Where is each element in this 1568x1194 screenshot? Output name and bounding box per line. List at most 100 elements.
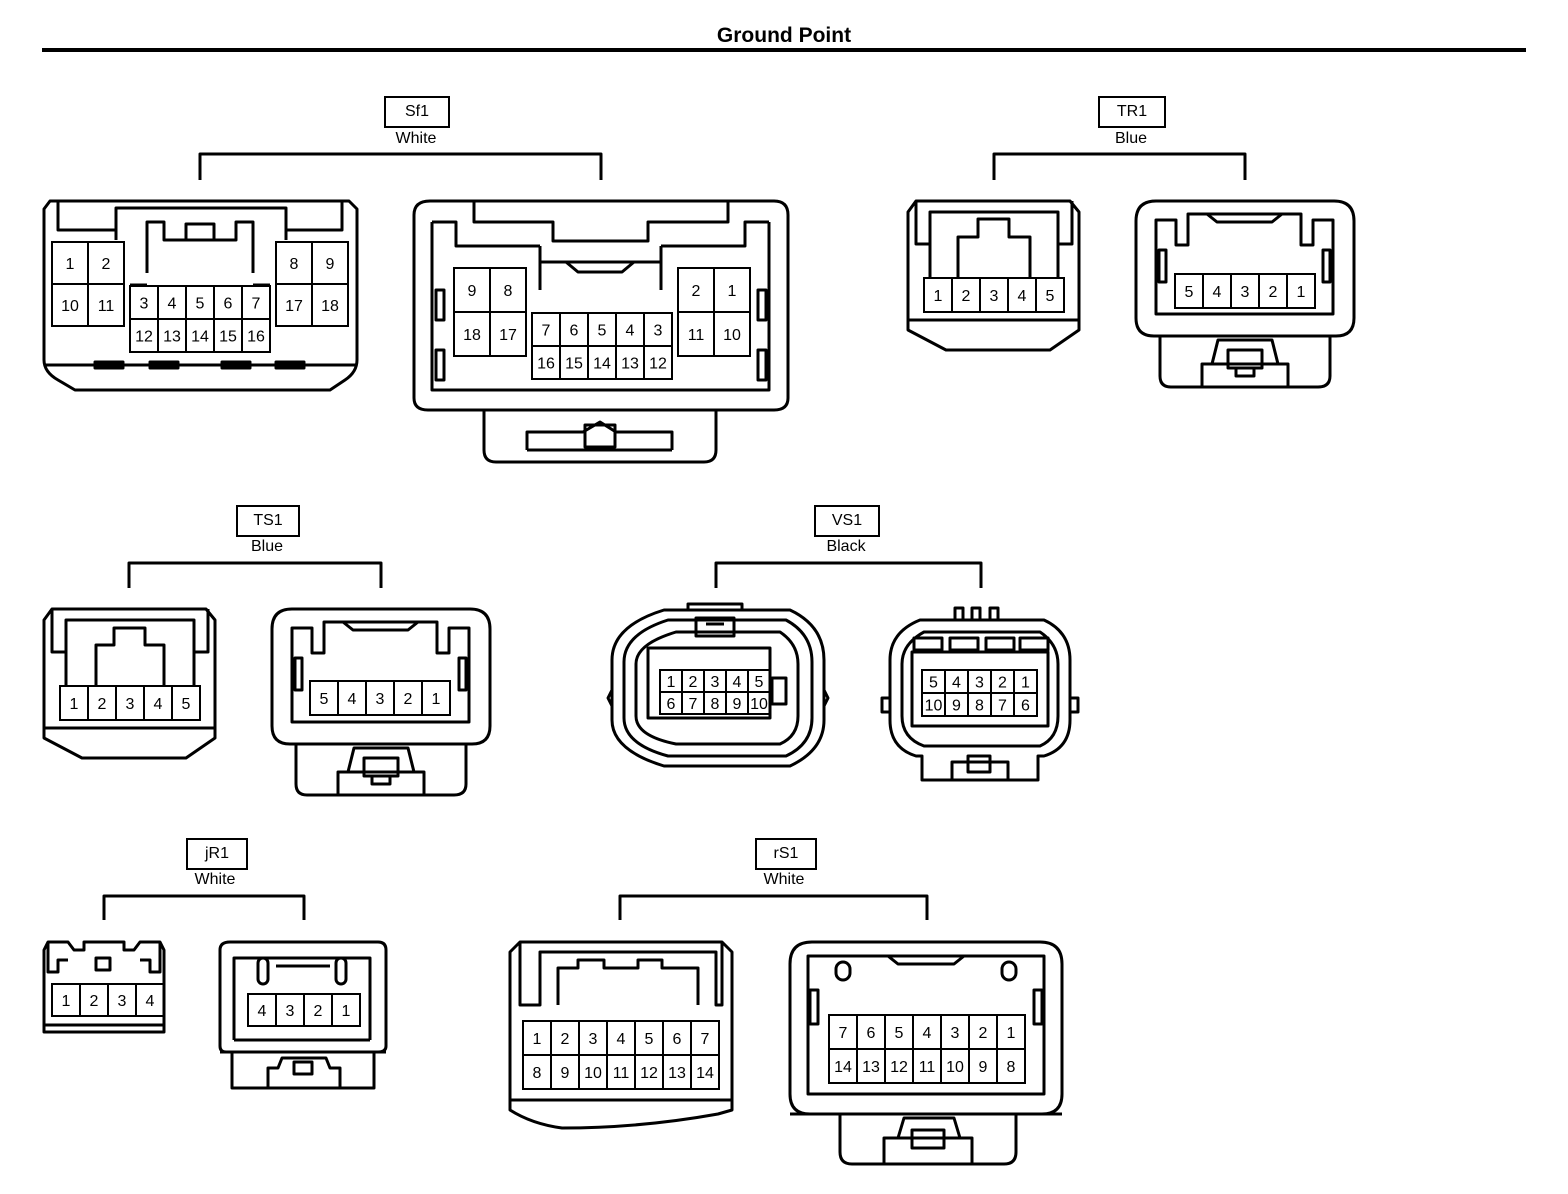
pin-number: 3	[975, 675, 984, 692]
connector-color-rs1: White	[763, 871, 805, 888]
bracket-sf1	[198, 152, 603, 180]
pin-number: 5	[182, 696, 191, 713]
tr1-right-connector	[1134, 199, 1356, 389]
jr1-right-pins: 4 3 2 1	[247, 993, 361, 1027]
connector-code-sf1: Sf1	[384, 96, 450, 128]
pin-number: 3	[951, 1025, 960, 1042]
title-divider	[42, 48, 1526, 52]
pin-number: 5	[755, 674, 764, 691]
pin-number: 13	[668, 1065, 686, 1082]
pin-number: 10	[61, 298, 79, 315]
rs1-left-connector	[508, 940, 734, 1130]
pin-number: 4	[168, 296, 177, 313]
bracket-jr1	[102, 894, 306, 920]
pin-cell	[135, 983, 165, 1017]
pin-number: 6	[570, 323, 579, 340]
pin-number: 4	[154, 696, 163, 713]
pin-number: 3	[589, 1031, 598, 1048]
pin-number: 4	[626, 323, 635, 340]
pin-number: 1	[728, 283, 737, 300]
connector-code-jr1: jR1	[186, 838, 248, 870]
pin-number: 4	[1018, 288, 1027, 305]
pin-cell	[421, 680, 451, 716]
connector-code-tr1: TR1	[1098, 96, 1166, 128]
ts1-left-connector	[42, 607, 217, 760]
connector-code-ts1: TS1	[236, 505, 300, 537]
pin-number: 12	[640, 1065, 658, 1082]
pin-number: 6	[673, 1031, 682, 1048]
pin-number: 5	[598, 323, 607, 340]
pin-number: 11	[613, 1065, 630, 1082]
pin-number: 3	[1241, 284, 1250, 301]
connector-color-sf1: White	[395, 130, 437, 147]
pin-number: 8	[975, 698, 984, 715]
pin-number: 4	[258, 1003, 267, 1020]
pin-number: 9	[733, 696, 742, 713]
pin-number: 10	[584, 1065, 602, 1082]
rs1-right-connector	[788, 940, 1064, 1166]
pin-number: 6	[224, 296, 233, 313]
pin-number: 1	[342, 1003, 351, 1020]
sf1-right-connector	[412, 199, 790, 464]
pin-number: 1	[1007, 1025, 1016, 1042]
pin-number: 2	[314, 1003, 323, 1020]
sf1-left-pins-c: 8 9 17 18	[275, 241, 349, 327]
pin-number: 3	[711, 674, 720, 691]
connector-color-tr1: Blue	[1114, 130, 1148, 147]
pin-number: 9	[561, 1065, 570, 1082]
pin-number: 14	[696, 1065, 714, 1082]
ts1-right-connector	[270, 607, 492, 797]
pin-number: 8	[290, 256, 299, 273]
pin-cell	[690, 1054, 720, 1090]
pin-cell	[713, 311, 751, 357]
pin-number: 5	[1046, 288, 1055, 305]
pin-number: 3	[126, 696, 135, 713]
pin-number: 2	[689, 674, 698, 691]
pin-cell	[241, 318, 271, 353]
pin-number: 3	[654, 323, 663, 340]
pin-number: 18	[321, 298, 339, 315]
pin-number: 6	[667, 696, 676, 713]
pin-number: 2	[962, 288, 971, 305]
pin-number: 5	[1185, 284, 1194, 301]
pin-number: 7	[542, 323, 551, 340]
pin-number: 1	[62, 993, 71, 1010]
pin-number: 3	[140, 296, 149, 313]
pin-number: 2	[979, 1025, 988, 1042]
bracket-vs1	[714, 561, 983, 588]
pin-number: 13	[862, 1059, 880, 1076]
pin-number: 4	[146, 993, 155, 1010]
connector-color-vs1: Black	[826, 538, 866, 555]
pin-number: 1	[66, 256, 75, 273]
pin-number: 3	[118, 993, 127, 1010]
pin-cell	[1035, 277, 1065, 313]
pin-number: 2	[1269, 284, 1278, 301]
pin-number: 9	[326, 256, 335, 273]
pin-number: 1	[1297, 284, 1306, 301]
pin-number: 5	[929, 675, 938, 692]
pin-number: 3	[286, 1003, 295, 1020]
pin-cell	[747, 691, 771, 715]
pin-number: 6	[867, 1025, 876, 1042]
pin-number: 5	[196, 296, 205, 313]
pin-number: 11	[919, 1059, 936, 1076]
pin-number: 2	[90, 993, 99, 1010]
tr1-left-connector	[906, 199, 1081, 352]
pin-number: 2	[404, 691, 413, 708]
pin-number: 2	[102, 256, 111, 273]
pin-number: 11	[688, 327, 705, 344]
tr1-right-pins: 5 4 3 2 1	[1174, 273, 1316, 309]
pin-number: 14	[191, 329, 209, 346]
pin-number: 5	[895, 1025, 904, 1042]
pin-number: 17	[285, 298, 303, 315]
pin-number: 8	[1007, 1059, 1016, 1076]
pin-number: 4	[1213, 284, 1222, 301]
pin-number: 7	[701, 1031, 710, 1048]
pin-cell	[87, 283, 125, 327]
pin-number: 7	[252, 296, 261, 313]
sf1-left-connector	[42, 199, 359, 392]
